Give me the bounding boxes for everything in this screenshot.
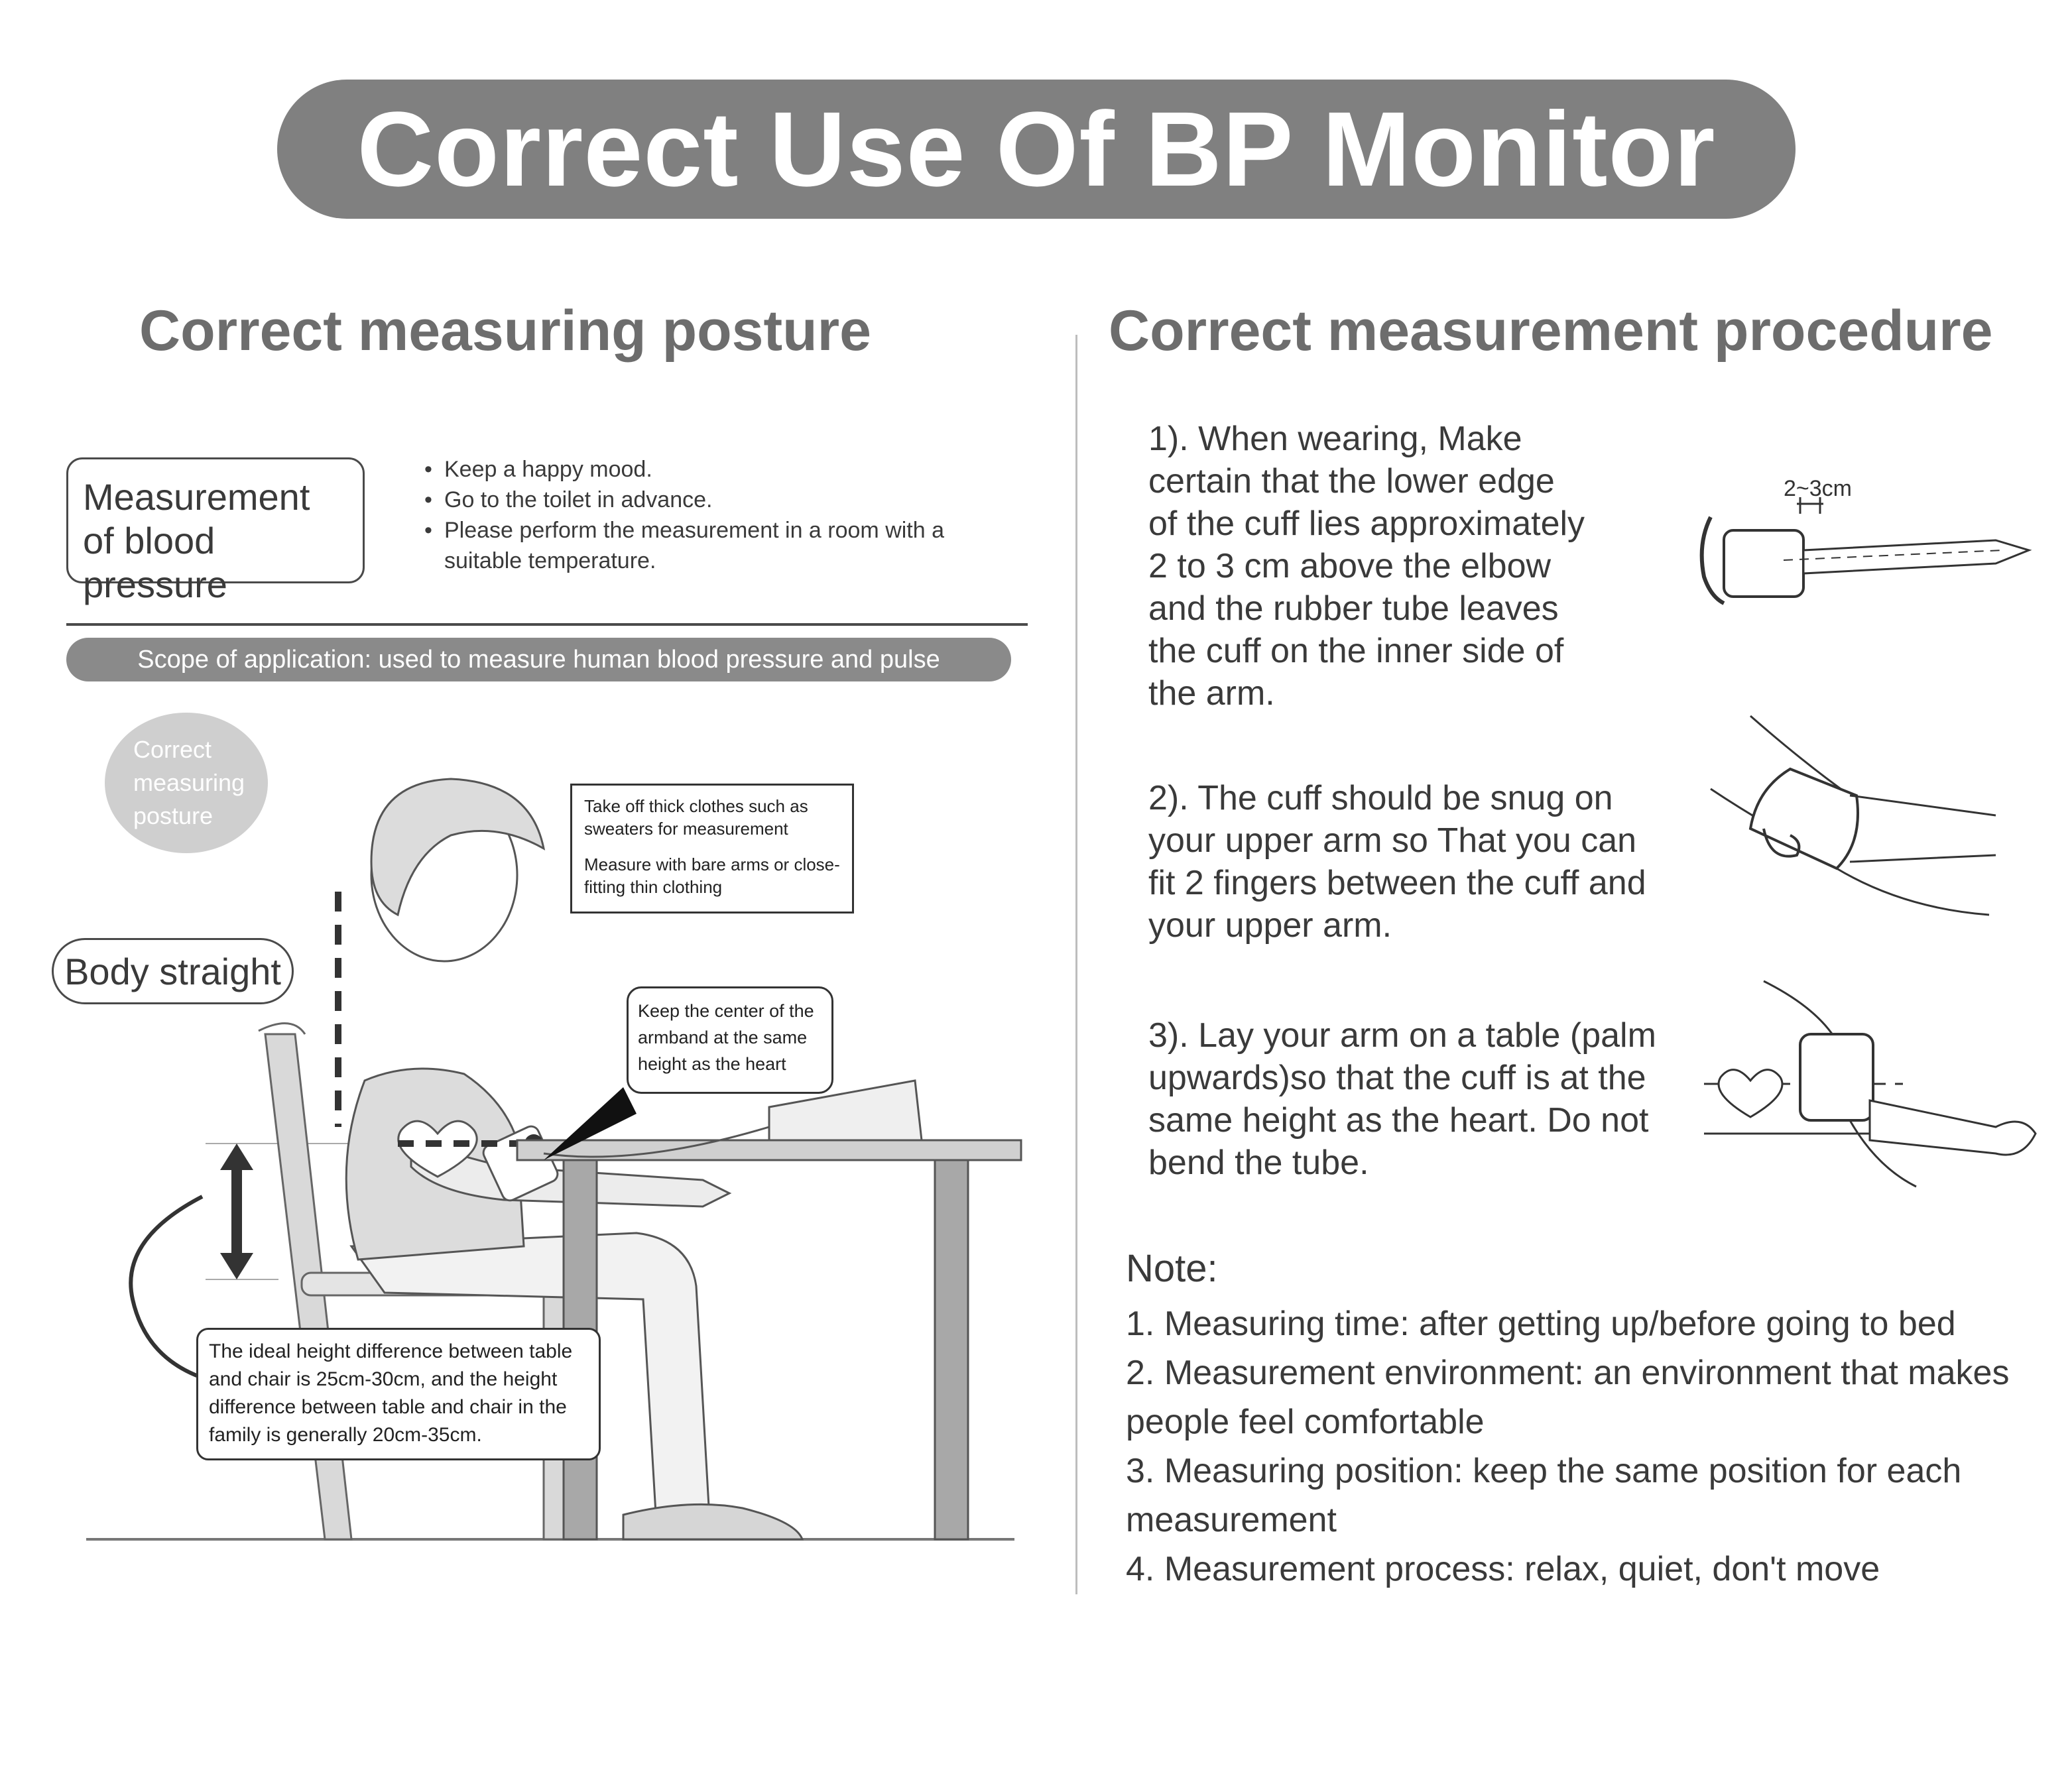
cuff-distance-label: 2~3cm <box>1784 476 1852 501</box>
bp-monitor-device <box>768 1079 923 1142</box>
cuff-tube <box>543 1126 770 1158</box>
callout-curve-arrow <box>129 1195 206 1381</box>
tip-item: Go to the toilet in advance. <box>424 485 1021 515</box>
procedure-heading: Correct measurement procedure <box>1109 299 1993 363</box>
armband-callout: Keep the center of the armband at the sa… <box>627 986 833 1094</box>
note-item: 3. Measuring position: keep the same pos… <box>1126 1452 1962 1539</box>
posture-badge: Correct measuring posture <box>105 713 268 853</box>
height-difference-callout: The ideal height difference between tabl… <box>196 1328 601 1460</box>
column-divider <box>1075 335 1077 1594</box>
cuff-shape <box>1723 529 1805 598</box>
note-item: 2. Measurement environment: an environme… <box>1126 1354 2010 1441</box>
upper-arm-outline <box>1699 516 1725 605</box>
posture-badge-text: Correct measuring posture <box>133 736 245 829</box>
measurement-label-box: Measurement of blood pressure <box>66 457 365 605</box>
cuff-shape <box>1748 767 1859 870</box>
procedure-step-3: 3). Lay your arm on a table (palm upward… <box>1148 1016 1656 1182</box>
heart-icon <box>1717 1069 1784 1118</box>
tips-list: Keep a happy mood. Go to the toilet in a… <box>424 454 1021 576</box>
horizontal-rule <box>66 623 1028 626</box>
tip-item: Please perform the measurement in a room… <box>424 515 1021 576</box>
person-hair <box>370 778 546 917</box>
scope-banner: Scope of application: used to measure hu… <box>66 638 1011 681</box>
body-straight-label: Body straight <box>52 938 294 1004</box>
cuff-tube <box>1849 1120 1917 1188</box>
tip-item: Keep a happy mood. <box>424 454 1021 485</box>
procedure-step-1: 1). When wearing, Make certain that the … <box>1148 420 1585 713</box>
cuff-fit-illustration <box>1710 715 1996 916</box>
note-title: Note: <box>1126 1247 1218 1290</box>
clothes-callout-line2: Measure with bare arms or close-fitting … <box>584 855 840 897</box>
cuff-tube <box>1836 867 1990 916</box>
finger-gap <box>1762 828 1801 858</box>
clothes-callout: Take off thick clothes such as sweaters … <box>570 784 854 913</box>
procedure-step-2: 2). The cuff should be snug on your uppe… <box>1148 779 1646 945</box>
slipper <box>622 1503 804 1541</box>
clothes-callout-line1: Take off thick clothes such as sweaters … <box>584 796 808 839</box>
page-title: Correct Use Of BP Monitor <box>357 89 1716 208</box>
note-item: 1. Measuring time: after getting up/befo… <box>1126 1305 1956 1343</box>
cuff-shape <box>1799 1033 1874 1122</box>
callout-pointer <box>544 1087 637 1160</box>
note-item: 4. Measurement process: relax, quiet, do… <box>1126 1550 1880 1588</box>
arm-on-table-illustration <box>1704 980 2037 1188</box>
posture-heading: Correct measuring posture <box>139 299 871 363</box>
forearm-shape <box>1868 1099 2037 1156</box>
table-leg <box>934 1159 969 1541</box>
cuff-position-illustration: 2~3cm <box>1699 476 2032 605</box>
note-list: 1. Measuring time: after getting up/befo… <box>1126 1299 2071 1594</box>
forearm-shape <box>1802 539 2032 575</box>
title-banner: Correct Use Of BP Monitor <box>277 80 1796 219</box>
heart-icon <box>397 1120 478 1178</box>
scope-text: Scope of application: used to measure hu… <box>137 645 940 674</box>
